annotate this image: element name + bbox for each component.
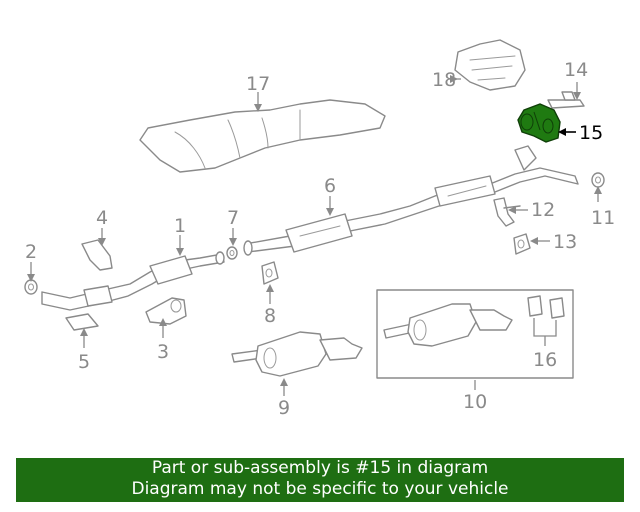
callout-14: 14 xyxy=(564,59,588,81)
callout-2: 2 xyxy=(25,241,37,263)
callout-1: 1 xyxy=(174,215,186,237)
part-4-bracket[interactable] xyxy=(81,239,113,271)
part-18-heat-shield[interactable] xyxy=(454,39,526,91)
callout-3: 3 xyxy=(157,341,169,363)
callout-6: 6 xyxy=(324,175,336,197)
info-banner: Part or sub-assembly is #15 in diagram D… xyxy=(16,458,624,502)
part-11-gasket[interactable] xyxy=(591,172,605,188)
callout-13: 13 xyxy=(553,231,577,253)
banner-line-1: Part or sub-assembly is #15 in diagram xyxy=(151,458,489,478)
part-12-bracket[interactable] xyxy=(493,197,521,227)
part-17-heat-shield[interactable] xyxy=(139,99,386,173)
part-6-center-pipe[interactable] xyxy=(243,145,579,256)
callout-12: 12 xyxy=(531,199,555,221)
callout-17: 17 xyxy=(246,73,270,95)
callout-8: 8 xyxy=(264,305,276,327)
part-7-gasket[interactable] xyxy=(226,246,238,260)
callout-15-highlighted: 15 xyxy=(579,122,603,144)
callout-18: 18 xyxy=(432,69,456,91)
callout-4: 4 xyxy=(96,207,108,229)
banner-line-2: Diagram may not be specific to your vehi… xyxy=(131,479,509,499)
part-1-front-pipe[interactable] xyxy=(41,251,225,311)
part-9-muffler[interactable] xyxy=(231,331,363,377)
part-5-bracket-plate[interactable] xyxy=(65,313,99,331)
callout-7: 7 xyxy=(227,207,239,229)
callout-9: 9 xyxy=(278,397,290,419)
part-13-rubber-hanger[interactable] xyxy=(513,233,531,255)
callout-leaders xyxy=(27,75,602,396)
callout-10: 10 xyxy=(463,391,487,413)
part-16-hangers[interactable] xyxy=(527,295,565,337)
part-3-bracket[interactable] xyxy=(145,297,187,325)
callout-5: 5 xyxy=(78,351,90,373)
callout-11: 11 xyxy=(591,207,615,229)
part-14-hanger-bracket[interactable] xyxy=(547,91,585,109)
callout-numbers: 1 2 3 4 5 6 7 8 9 10 11 12 13 14 15 16 1… xyxy=(25,59,615,419)
part-8-rubber-hanger[interactable] xyxy=(261,261,279,285)
part-15-bracket-highlighted[interactable] xyxy=(517,103,561,143)
part-2-gasket[interactable] xyxy=(24,279,38,295)
callout-16: 16 xyxy=(533,349,557,371)
